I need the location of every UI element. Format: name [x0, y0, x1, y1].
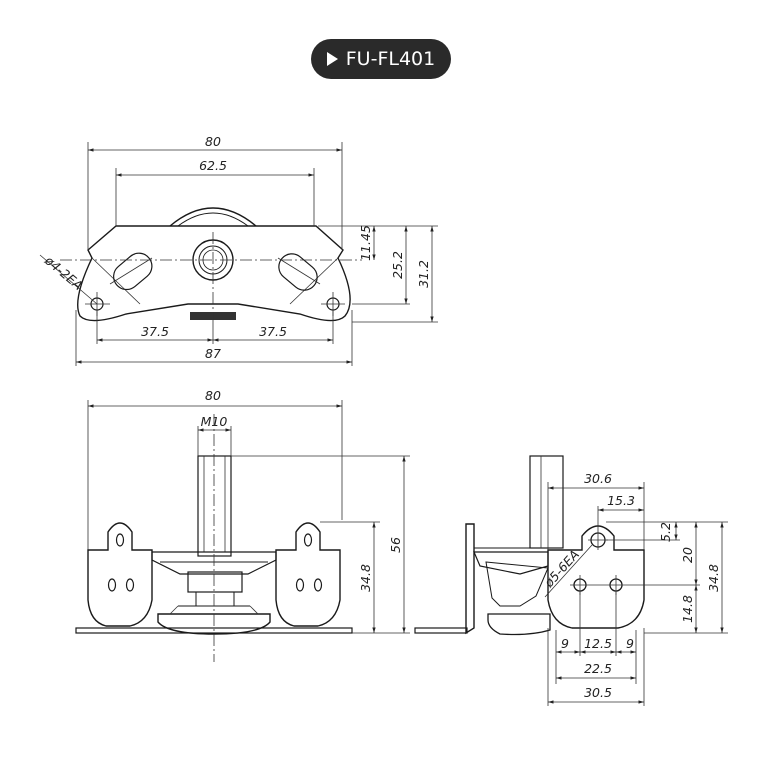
- dim-80-front: 80: [205, 388, 221, 403]
- model-label: FU-FL401: [345, 48, 436, 70]
- front-view: 80 M10 56 34.8: [75, 388, 410, 662]
- dim-12-5: 12.5: [584, 636, 612, 651]
- model-badge: FU-FL401: [311, 39, 451, 79]
- dim-87: 87: [205, 346, 221, 361]
- dim-20: 20: [680, 547, 695, 563]
- play-icon: [326, 52, 338, 66]
- side-view: ø5-6EA 30.6 15.3 5.2 20 14.8 34.8 9 12.5: [414, 455, 728, 706]
- dim-15-3: 15.3: [607, 493, 635, 508]
- dim-9-left: 9: [561, 636, 569, 651]
- dim-56: 56: [388, 537, 403, 553]
- dim-14-8: 14.8: [680, 595, 695, 623]
- dim-5-2: 5.2: [658, 522, 673, 542]
- dim-30-5: 30.5: [584, 685, 612, 700]
- dim-62-5: 62.5: [199, 158, 227, 173]
- dim-37-5-right: 37.5: [259, 324, 287, 339]
- dim-30-6: 30.6: [584, 471, 612, 486]
- dim-34-8-side: 34.8: [706, 564, 721, 592]
- dim-9-right: 9: [626, 636, 634, 651]
- dim-11-45: 11.45: [358, 225, 373, 261]
- dim-34-8-front: 34.8: [358, 564, 373, 592]
- hole-label-side: ø5-6EA: [540, 547, 582, 591]
- dim-25-2: 25.2: [390, 251, 405, 279]
- dim-37-5-left: 37.5: [141, 324, 169, 339]
- hole-label-top: ø4-2EA: [41, 252, 86, 293]
- dim-22-5: 22.5: [584, 661, 612, 676]
- dim-31-2: 31.2: [416, 260, 431, 288]
- top-view: 80 62.5 11.45 25.2 31.2 ø4-2EA 37.5 37.5…: [39, 134, 438, 366]
- dim-80-top: 80: [205, 134, 221, 149]
